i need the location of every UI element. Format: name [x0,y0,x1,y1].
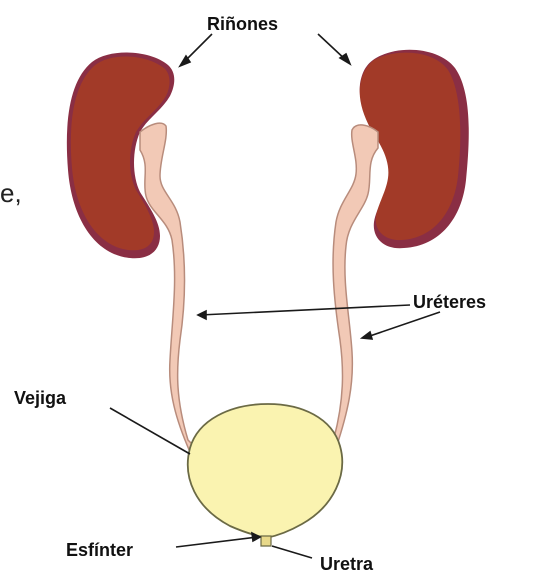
ureters-arrowhead-right [362,332,372,339]
ureters-pointer-right [364,312,440,338]
label-urethra: Uretra [320,554,374,572]
label-sphincter: Esfínter [66,540,133,560]
label-bladder: Vejiga [14,388,67,408]
urethra-stub [261,536,271,546]
label-kidneys: Riñones [207,14,278,34]
urethra-pointer [272,546,312,558]
cropped-text-fragment: e, [0,178,22,208]
right-ureter [328,125,378,448]
bladder [188,404,342,538]
left-ureter [140,123,196,452]
sphincter-pointer [176,537,258,547]
label-ureters: Uréteres [413,292,486,312]
ureters-pointer-left [200,305,410,315]
ureters-arrowhead-left [198,311,206,319]
